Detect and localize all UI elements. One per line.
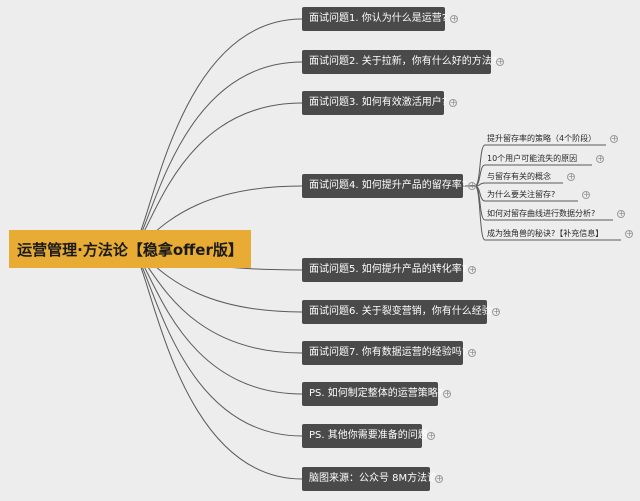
subtopic[interactable]: 为什么要关注留存? (487, 190, 556, 199)
subtopic[interactable]: 成为独角兽的秘诀?【补充信息】 (487, 229, 604, 238)
branch-topic[interactable]: 面试问题6. 关于裂变营销，你有什么经验? (302, 300, 497, 324)
branch-topic[interactable]: 面试问题3. 如何有效激活用户? (302, 91, 447, 115)
root-topic[interactable]: 运营管理·方法论【稳拿offer版】 (9, 230, 251, 268)
expand-plus-icon[interactable]: + (468, 181, 476, 190)
sub-connector (474, 185, 621, 241)
branch-connector (129, 248, 303, 437)
branch-topic[interactable]: PS. 如何制定整体的运营策略? (302, 382, 443, 406)
expand-plus-icon[interactable]: + (617, 209, 625, 218)
branch-connector (129, 248, 303, 480)
branch-connector (129, 18, 303, 250)
branch-topic[interactable]: 面试问题7. 你有数据运营的经验吗? (302, 341, 467, 365)
expand-plus-icon[interactable]: + (468, 265, 476, 274)
branch-connector (129, 61, 303, 250)
expand-plus-icon[interactable]: + (450, 14, 458, 23)
branch-connector (129, 102, 303, 250)
subtopic[interactable]: 提升留存率的策略（4个阶段） (487, 134, 597, 143)
expand-plus-icon[interactable]: + (492, 307, 500, 316)
sub-connector (474, 182, 563, 187)
expand-plus-icon[interactable]: + (443, 389, 451, 398)
expand-plus-icon[interactable]: + (449, 98, 457, 107)
branch-topic[interactable]: 面试问题5. 如何提升产品的转化率? (302, 258, 467, 282)
subtopic[interactable]: 如何对留存曲线进行数据分析? (487, 209, 596, 218)
expand-plus-icon[interactable]: + (567, 172, 575, 181)
expand-plus-icon[interactable]: + (468, 348, 476, 357)
branch-topic[interactable]: 面试问题2. 关于拉新，你有什么好的方法? (302, 50, 497, 74)
branch-topic[interactable]: 脑图来源：公众号 8M方法论 (302, 467, 437, 491)
subtopic[interactable]: 10个用户可能流失的原因 (487, 154, 578, 163)
branch-topic[interactable]: PS. 其他你需要准备的问题 (302, 424, 428, 448)
branch-topic[interactable]: 面试问题4. 如何提升产品的留存率? (302, 174, 467, 198)
expand-plus-icon[interactable]: + (582, 190, 590, 199)
expand-plus-icon[interactable]: + (610, 134, 618, 143)
expand-plus-icon[interactable]: + (496, 57, 504, 66)
expand-plus-icon[interactable]: + (427, 431, 435, 440)
expand-plus-icon[interactable]: + (625, 229, 633, 238)
expand-plus-icon[interactable]: + (596, 154, 604, 163)
branch-connector (129, 248, 303, 395)
subtopic[interactable]: 与留存有关的概念 (487, 172, 551, 181)
expand-plus-icon[interactable]: + (435, 474, 443, 483)
branch-topic[interactable]: 面试问题1. 你认为什么是运营? (302, 7, 447, 31)
sub-connector (474, 164, 592, 187)
